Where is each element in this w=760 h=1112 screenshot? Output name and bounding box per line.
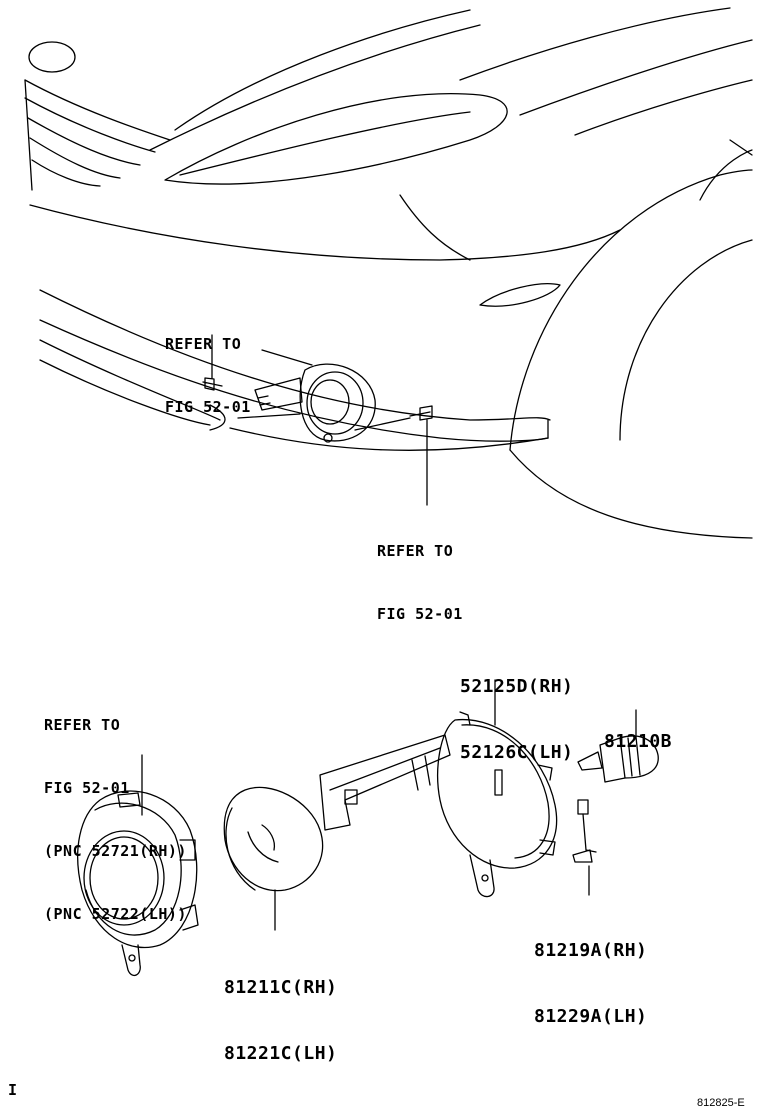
- bezel-callout: REFER TO FIG 52-01 (PNC 52721(RH)) (PNC …: [44, 673, 187, 946]
- part-number: 81210B: [604, 731, 673, 752]
- callout-line: FIG 52-01: [165, 398, 251, 416]
- callout-line: REFER TO: [44, 716, 121, 734]
- socket-part: [572, 799, 597, 896]
- part-number-rh: 52125D(RH): [460, 676, 574, 697]
- bracket-part-number: 52125D(RH) 52126C(LH): [460, 632, 573, 786]
- part-number-rh: 81219A(RH): [534, 940, 648, 961]
- lamp-unit-part: [223, 786, 324, 931]
- corner-mark: I: [8, 1081, 18, 1099]
- part-number-lh: 81229A(LH): [534, 1006, 648, 1027]
- refer-to-callout-lower: REFER TO FIG 52-01: [377, 499, 463, 646]
- car-front-illustration: [24, 7, 753, 539]
- part-number-rh: 81211C(RH): [224, 977, 338, 998]
- callout-line: REFER TO: [165, 335, 242, 353]
- callout-line: FIG 52-01: [377, 605, 463, 623]
- figure-id: 812825-E: [697, 1097, 745, 1109]
- bulb-part: [577, 709, 659, 783]
- callout-line: (PNC 52722(LH)): [44, 905, 187, 923]
- lamp-unit-part-number: 81211C(RH) 81221C(LH): [224, 933, 337, 1087]
- bulb-part-number: 81210B: [604, 687, 672, 775]
- callout-line: (PNC 52721(RH)): [44, 842, 187, 860]
- bezel-part: [77, 754, 199, 977]
- callout-line: REFER TO: [377, 542, 454, 560]
- refer-to-callout-upper: REFER TO FIG 52-01: [165, 292, 251, 439]
- part-number-lh: 52126C(LH): [460, 742, 574, 763]
- callout-line: FIG 52-01: [44, 779, 130, 797]
- bracket-part: [319, 679, 558, 898]
- part-number-lh: 81221C(LH): [224, 1043, 338, 1064]
- socket-part-number: 81219A(RH) 81229A(LH): [534, 896, 647, 1050]
- fog-lamp-installed: [202, 334, 433, 506]
